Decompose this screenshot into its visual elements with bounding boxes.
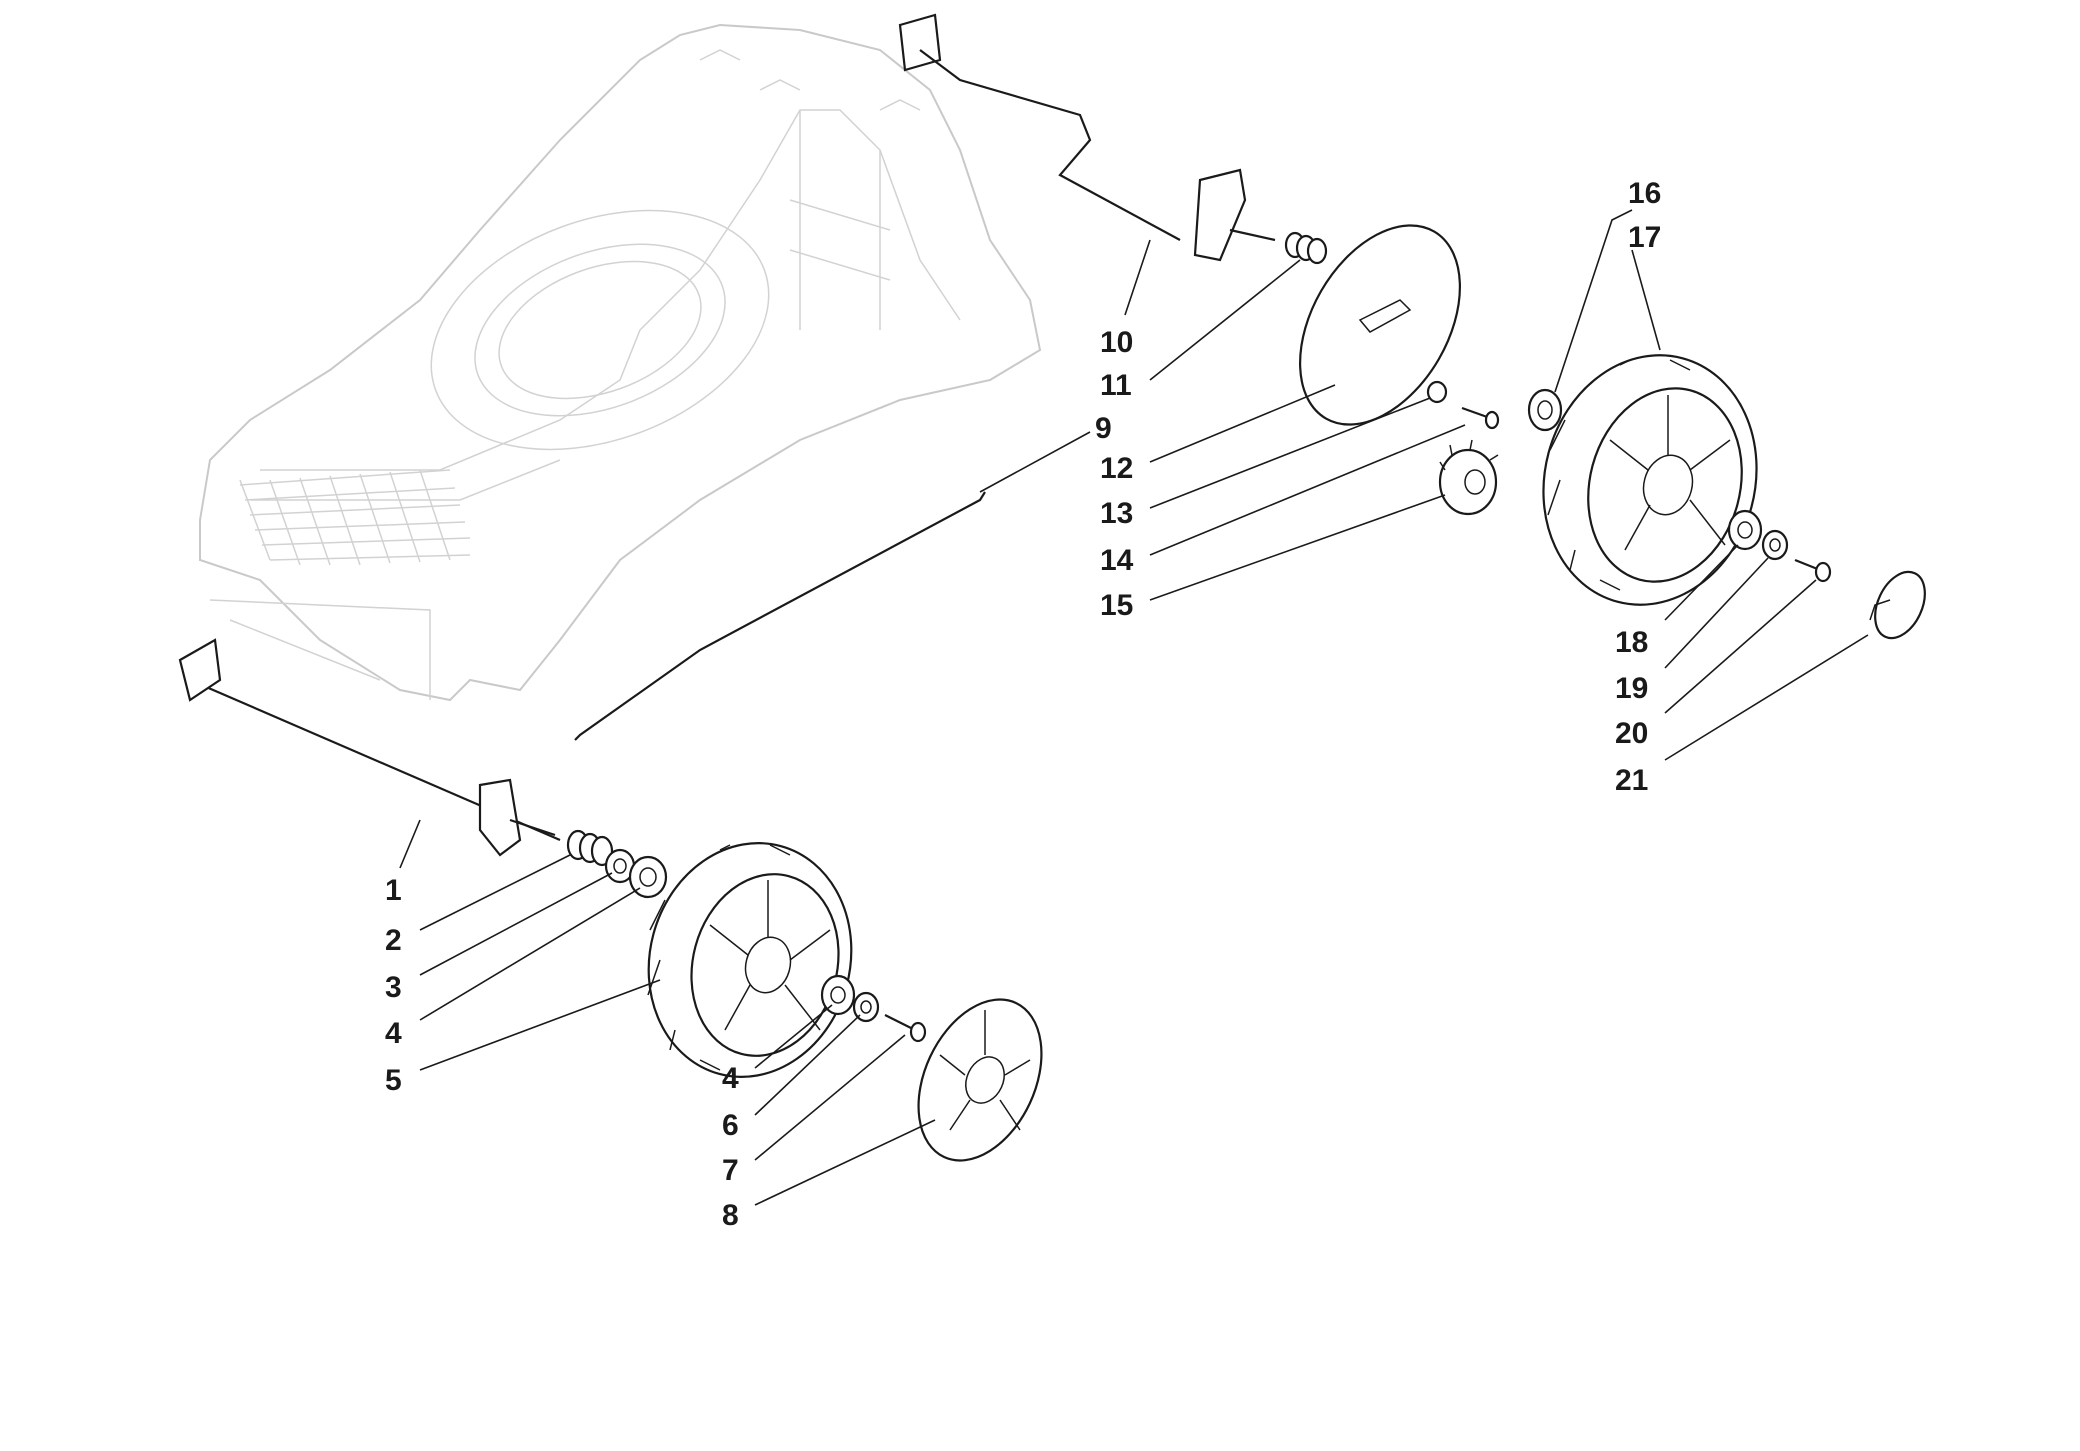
rear-screw [1461,406,1500,430]
leader-15 [1149,494,1446,601]
leader-17 [1631,249,1661,351]
callout-20: 20 [1615,717,1648,750]
rear-hubcap [1869,570,1926,640]
callout-10: 10 [1100,326,1133,359]
leader-1 [399,819,421,869]
leader-9 [979,431,1091,493]
leader-7 [754,1034,906,1161]
rear-wheel [1542,354,1758,606]
leader-21 [1664,634,1869,761]
rear-axle [898,13,1276,262]
rear-washer-small [1426,380,1448,404]
callout-12: 12 [1100,452,1133,485]
leader-6 [754,1014,861,1116]
callout-7: 7 [722,1154,739,1187]
leader-12 [1149,384,1336,463]
rear-bearing-outer [1727,509,1763,551]
callout-6: 6 [722,1109,739,1142]
callout-labels: 1 2 3 4 5 4 6 7 8 9 10 11 12 13 14 15 16… [385,177,1661,1232]
callout-17: 17 [1628,221,1661,254]
leader-13 [1149,397,1431,509]
leader-18 [1664,544,1739,621]
leader-lines [399,209,1869,1206]
leader-4a [419,887,641,1021]
front-wheel [647,842,853,1078]
callout-1: 1 [385,874,402,907]
leader-3 [419,872,613,976]
mower-deck [199,23,1042,702]
front-hubcap [917,998,1043,1162]
callout-5: 5 [385,1064,402,1097]
leader-5 [419,979,661,1071]
front-spring [566,829,614,867]
callout-18: 18 [1615,626,1648,659]
leader-2 [419,854,571,931]
callout-11: 11 [1100,369,1132,402]
leader-8 [754,1119,936,1206]
rear-bearing-inner [1527,388,1563,432]
front-bearing-outer [820,974,856,1016]
front-washer [604,848,636,884]
callout-4a: 4 [385,1017,402,1050]
front-washer-outer [852,991,880,1023]
callout-15: 15 [1100,589,1133,622]
rear-bolt [1794,558,1832,583]
callout-16: 16 [1628,177,1661,210]
leader-4b [754,1004,833,1069]
callout-3: 3 [385,971,402,1004]
leader-14 [1149,424,1466,556]
callout-19: 19 [1615,672,1648,705]
leader-11 [1149,259,1301,381]
height-adjust-rod [574,491,986,741]
leader-19 [1664,557,1769,669]
leader-20 [1664,579,1817,714]
callout-14: 14 [1100,544,1134,577]
front-bearing [628,855,668,899]
callout-21: 21 [1615,764,1648,797]
rear-spring [1284,231,1328,265]
callout-9: 9 [1095,412,1112,445]
callout-8: 8 [722,1199,739,1232]
callout-2: 2 [385,924,402,957]
drive-pinion [1438,439,1499,516]
callout-13: 13 [1100,497,1133,530]
leader-16 [1554,209,1633,393]
callout-4b: 4 [722,1062,739,1095]
front-bolt [884,1014,927,1043]
rear-cover-plate [1299,224,1461,426]
leader-10 [1124,239,1151,316]
rear-washer-outer [1761,529,1789,561]
front-axle [178,638,561,857]
